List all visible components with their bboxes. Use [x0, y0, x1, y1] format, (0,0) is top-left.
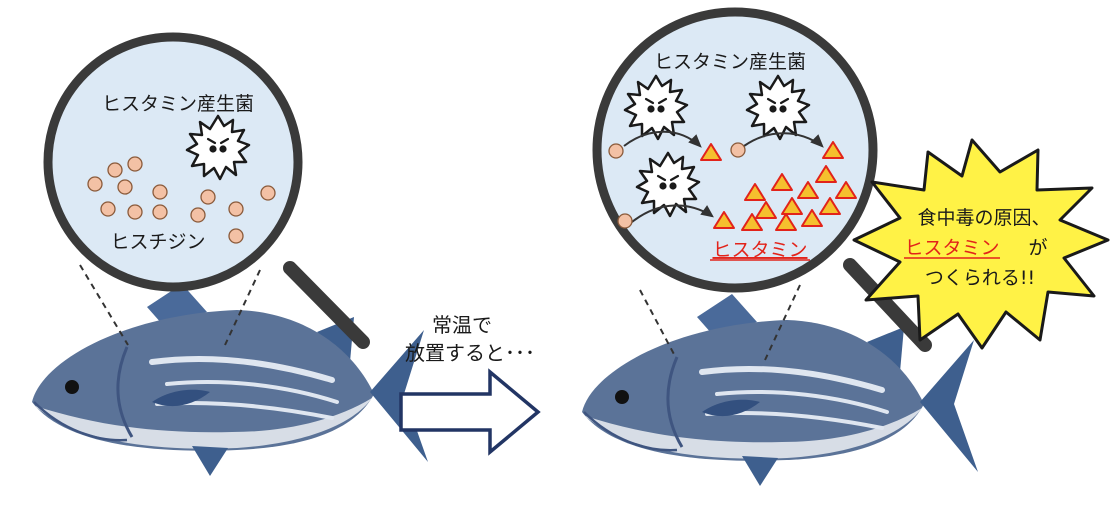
histamine-label: ヒスタミン: [712, 239, 807, 261]
histidine-dot: [617, 213, 633, 229]
caption-line-1: 常温で: [432, 313, 492, 337]
histamine-triangle: [819, 197, 841, 215]
histamine-triangle: [781, 197, 803, 215]
histidine-dot: [107, 162, 123, 178]
histidine-dot: [127, 156, 143, 172]
right-zoom-line-1: [639, 289, 677, 359]
histidine-dot: [228, 228, 244, 244]
histidine-group: [87, 156, 276, 244]
histidine-dot: [127, 204, 143, 220]
histidine-dot: [117, 179, 133, 195]
histidine-dot: [87, 176, 103, 192]
caption-line-2: 放置すると･･･: [405, 341, 535, 365]
left-zoom-line-2: [224, 269, 261, 346]
warning-burst: [852, 138, 1110, 350]
left-bacteria-label: ヒスタミン産生菌: [102, 93, 254, 115]
right-arrow-icon: [399, 368, 541, 456]
histamine-triangle: [775, 213, 797, 231]
histamine-triangle: [755, 201, 777, 219]
histidine-dot: [608, 143, 624, 159]
right-histidine-group: [608, 142, 746, 229]
burst-line-2-highlight: ヒスタミン: [904, 237, 999, 259]
histamine-triangle: [744, 183, 766, 201]
histidine-dot: [730, 142, 746, 158]
right-bacteria-label: ヒスタミン産生菌: [654, 51, 806, 73]
histidine-dot: [152, 204, 168, 220]
left-magnifying-glass-icon: [43, 32, 370, 349]
histidine-dot: [260, 185, 276, 201]
histidine-dot: [152, 184, 168, 200]
histamine-triangle: [801, 209, 823, 227]
histamine-group: [700, 141, 857, 231]
histidine-dot: [228, 201, 244, 217]
histidine-dot: [200, 189, 216, 205]
histamine-triangle: [741, 213, 763, 231]
histamine-triangle: [822, 141, 844, 159]
left-zoom-line-1: [79, 264, 129, 346]
histidine-dot: [100, 201, 116, 217]
burst-line-1: 食中毒の原因、: [917, 207, 1050, 229]
burst-line-2-suffix: が: [1028, 237, 1047, 259]
histamine-triangle: [797, 181, 819, 199]
histamine-triangle: [771, 173, 793, 191]
histidine-label: ヒスチジン: [110, 231, 205, 253]
histamine-triangle: [713, 211, 735, 229]
histamine-triangle: [700, 143, 722, 161]
right-zoom-line-2: [764, 284, 801, 361]
histamine-triangle: [835, 181, 857, 199]
histidine-dot: [190, 207, 206, 223]
left-fish: [32, 284, 428, 476]
histamine-triangle: [815, 165, 837, 183]
reaction-arrows: [623, 130, 824, 223]
burst-line-3: つくられる!!: [925, 267, 1035, 289]
